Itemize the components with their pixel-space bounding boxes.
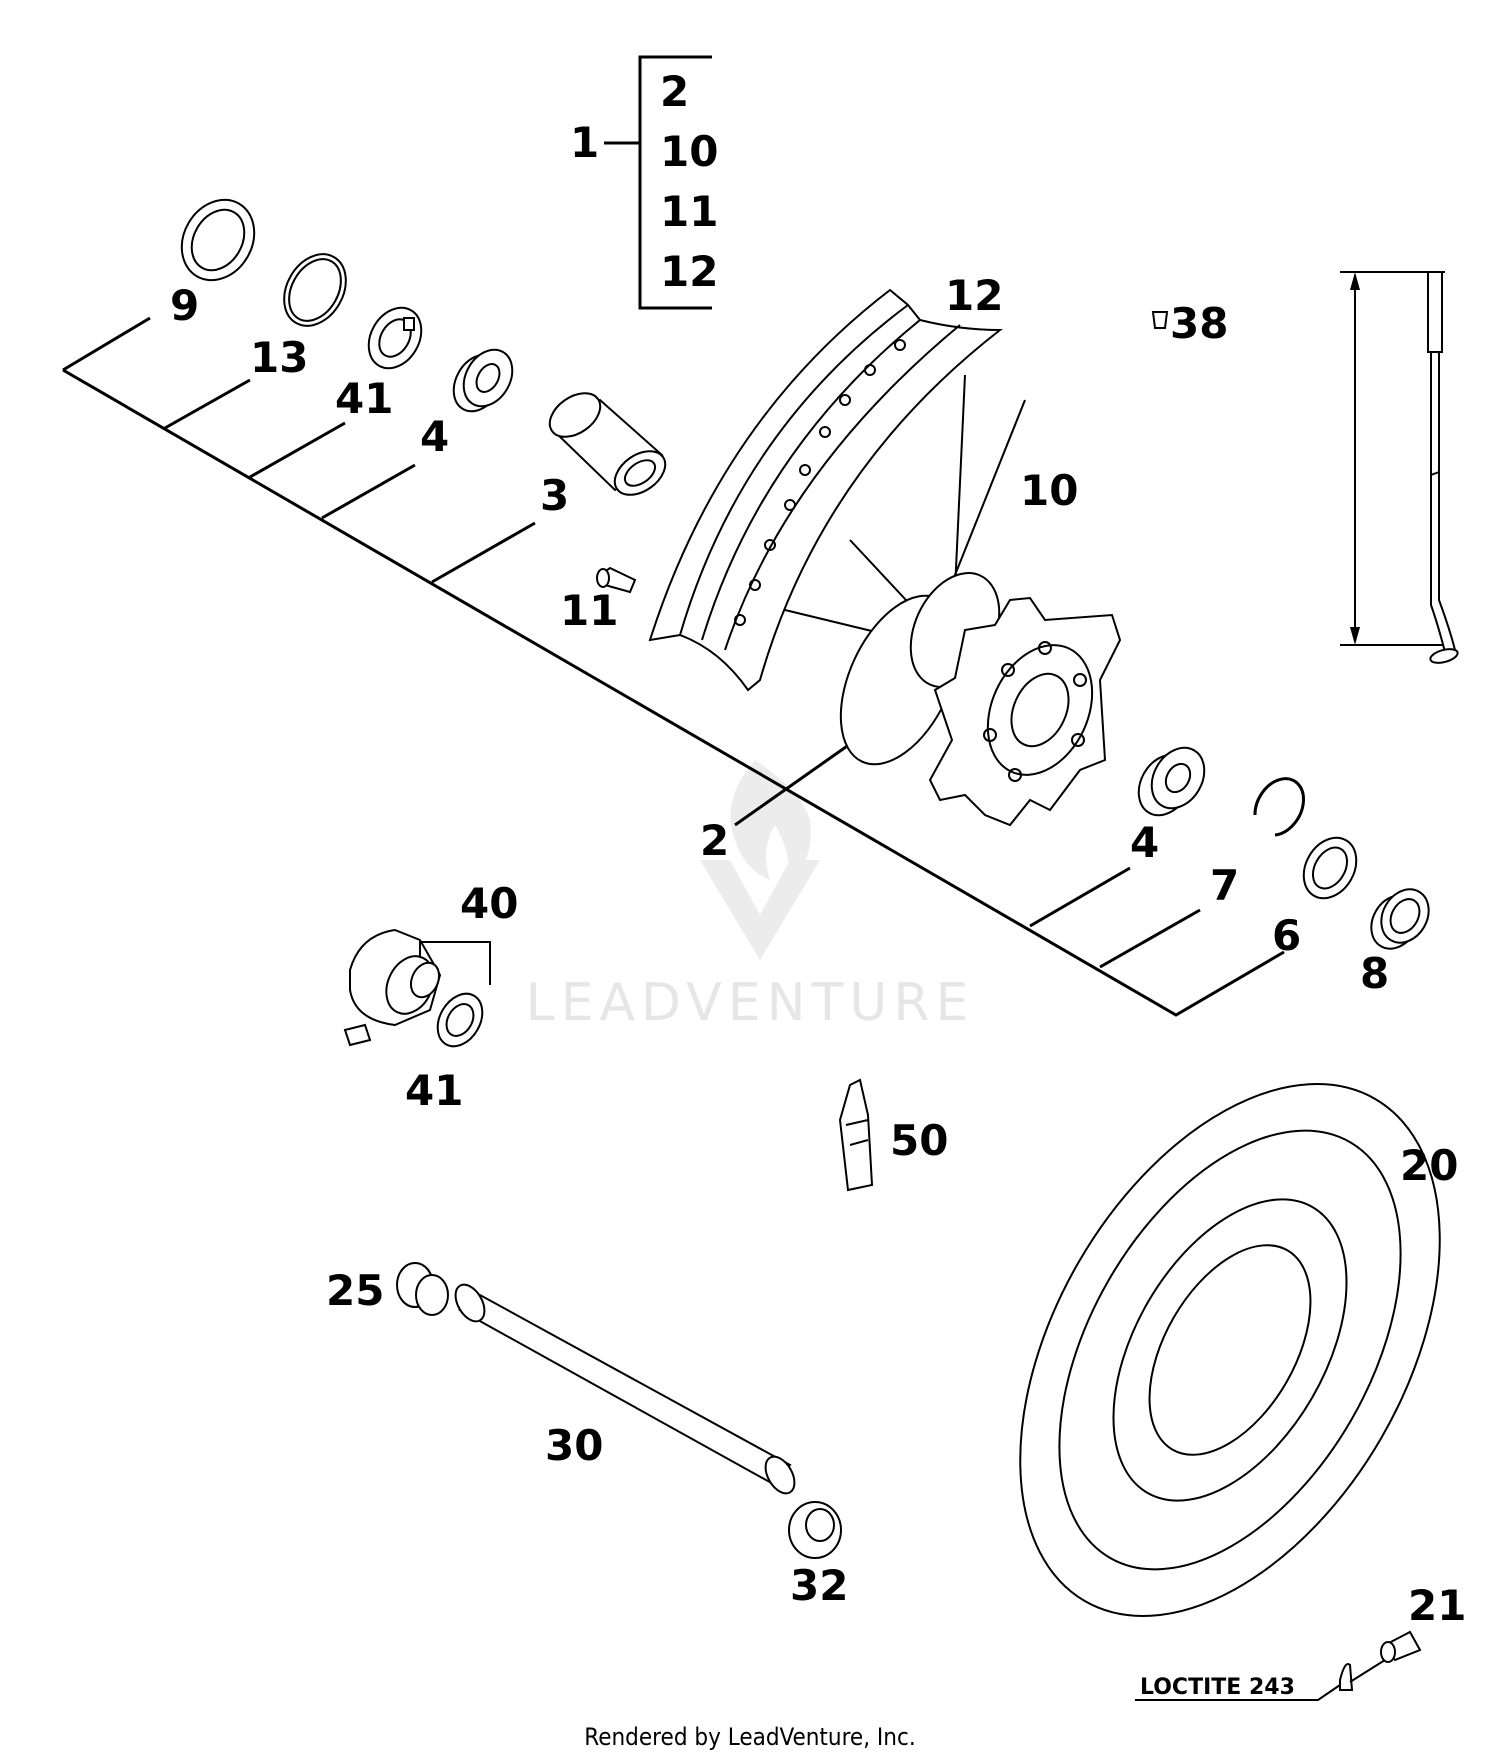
speedo-drive-part-40	[343, 928, 491, 1047]
bearing-part-4-right	[1137, 746, 1206, 817]
spacer-tube-part-3	[548, 392, 667, 496]
nut-part-25	[396, 1262, 449, 1316]
bearing-part-4-left	[452, 348, 514, 413]
loctite-note: LOCTITE 243	[1140, 1675, 1295, 1700]
label-part-25: 25	[326, 1266, 384, 1315]
label-part-8: 8	[1360, 949, 1389, 998]
label-part-6: 6	[1272, 911, 1301, 960]
label-part-2: 2	[700, 816, 729, 865]
seal-ring-part-9	[180, 198, 256, 282]
spoke-nipple-part-11	[596, 566, 637, 594]
kit-bracket	[604, 55, 712, 310]
circlip-part-7	[1253, 777, 1305, 837]
label-part-11: 11	[560, 586, 618, 635]
nipple-part-38	[1151, 311, 1169, 329]
label-part-4-left: 4	[420, 412, 449, 461]
label-part-40: 40	[460, 879, 518, 928]
label-part-21: 21	[1408, 1581, 1466, 1630]
axle-part-30	[454, 1283, 796, 1495]
loctite-bottle-part-50	[838, 1078, 874, 1192]
label-part-30: 30	[545, 1421, 603, 1470]
rim-part-12	[648, 288, 1003, 692]
watermark-logo	[700, 760, 820, 960]
label-kit-12: 12	[660, 247, 718, 296]
seal-ring-part-6	[1302, 836, 1358, 900]
brake-disc-part-20	[1019, 1083, 1441, 1617]
label-part-10: 10	[1020, 466, 1078, 515]
spoke-dimension-drawing	[1340, 271, 1459, 664]
footer-credit: Rendered by LeadVenture, Inc.	[584, 1723, 915, 1751]
retaining-ring-part-41	[367, 306, 423, 370]
label-part-41-top: 41	[335, 374, 393, 423]
label-part-38: 38	[1170, 299, 1228, 348]
label-part-3: 3	[540, 471, 569, 520]
label-part-13: 13	[250, 333, 308, 382]
label-part-7: 7	[1210, 861, 1239, 910]
hub-part-2	[839, 572, 1122, 827]
label-part-20: 20	[1400, 1141, 1458, 1190]
label-kit-10: 10	[660, 127, 718, 176]
label-kit-11: 11	[660, 187, 718, 236]
label-part-41-bottom: 41	[405, 1066, 463, 1115]
watermark-text: LEADVENTURE	[526, 973, 975, 1033]
spacer-part-8	[1370, 888, 1430, 950]
disc-bolt-part-21	[1339, 1630, 1422, 1691]
axle-nut-part-32	[788, 1501, 842, 1559]
loctite-note-leader	[1135, 1684, 1341, 1701]
label-part-1: 1	[570, 118, 599, 167]
label-part-12: 12	[945, 271, 1003, 320]
label-part-50: 50	[890, 1116, 948, 1165]
retaining-ring-part-41-lower	[436, 992, 484, 1048]
label-kit-2: 2	[660, 67, 689, 116]
o-ring-part-13	[283, 253, 347, 327]
label-part-9: 9	[170, 281, 199, 330]
label-part-4-right: 4	[1130, 818, 1159, 867]
label-part-32: 32	[790, 1561, 848, 1610]
